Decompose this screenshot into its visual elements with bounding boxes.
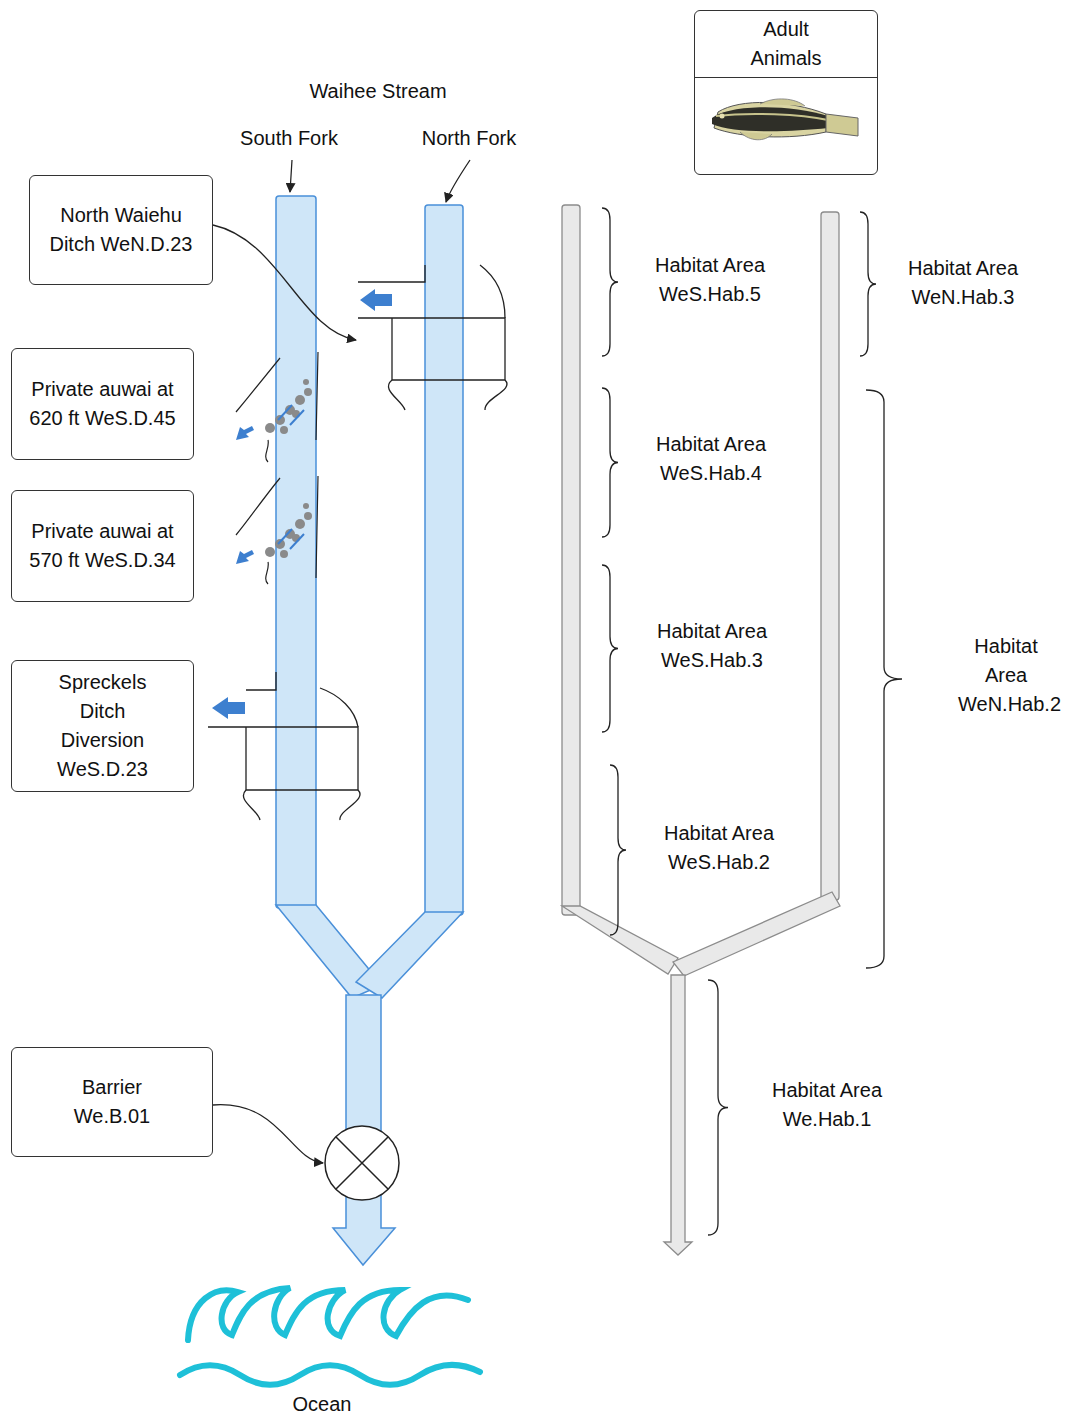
- node-text: North Waiehu Ditch WeN.D.23: [41, 201, 201, 259]
- stream-name: Waihee Stream: [278, 77, 478, 106]
- habitat-bracket: [602, 388, 618, 537]
- habitat-label: Habitat Area WeS.Hab.5: [635, 251, 785, 309]
- habitat-label: Habitat Area We.Hab.1: [752, 1076, 902, 1134]
- barrier-box: Barrier We.B.01: [11, 1047, 213, 1157]
- auwai-intake: [236, 352, 318, 462]
- habitat-bracket: [602, 565, 618, 732]
- fork-label: South Fork: [219, 124, 359, 153]
- habitat-bracket: [602, 208, 902, 1235]
- node-text: Private auwai at 570 ft WeS.D.34: [20, 517, 185, 575]
- node-text: Adult Animals: [695, 11, 877, 78]
- node-text: Private auwai at 620 ft WeS.D.45: [20, 375, 185, 433]
- habitat-bracket: [866, 390, 902, 968]
- node-text: Barrier We.B.01: [57, 1073, 167, 1131]
- flow-arrow: [212, 697, 245, 719]
- flow-arrow: [360, 289, 392, 311]
- habitat-label: Habitat Area WeN.Hab.2: [958, 632, 1054, 719]
- ocean-label: Ocean: [262, 1390, 382, 1419]
- barrier-symbol: [325, 1126, 399, 1200]
- habitat-label: Habitat Area WeS.Hab.3: [637, 617, 787, 675]
- legend-box: Adult Animals: [694, 10, 878, 175]
- ditch-box: North Waiehu Ditch WeN.D.23: [29, 175, 213, 285]
- auwai-intake: [236, 476, 318, 584]
- fish-illustration: [712, 99, 858, 140]
- leader-line: [213, 160, 470, 1163]
- auwai-box: Private auwai at 620 ft WeS.D.45: [11, 348, 194, 460]
- habitat-bracket: [610, 765, 626, 935]
- diversion-box: Spreckels Ditch Diversion WeS.D.23: [11, 660, 194, 792]
- diversion-structure: [208, 672, 360, 820]
- habitat-bracket: [860, 212, 876, 356]
- habitat-bracket: [602, 208, 618, 356]
- fork-label: North Fork: [399, 124, 539, 153]
- node-text: Spreckels Ditch Diversion WeS.D.23: [38, 668, 168, 784]
- habitat-label: Habitat Area WeS.Hab.2: [644, 819, 794, 877]
- diversion-structure: [358, 265, 507, 410]
- habitat-label: Habitat Area WeN.Hab.3: [888, 254, 1038, 312]
- auwai-box: Private auwai at 570 ft WeS.D.34: [11, 490, 194, 602]
- habitat-bracket: [708, 980, 728, 1235]
- stream-channel: [276, 196, 463, 1265]
- ocean-waves: [180, 1288, 480, 1385]
- habitat-label: Habitat Area WeS.Hab.4: [636, 430, 786, 488]
